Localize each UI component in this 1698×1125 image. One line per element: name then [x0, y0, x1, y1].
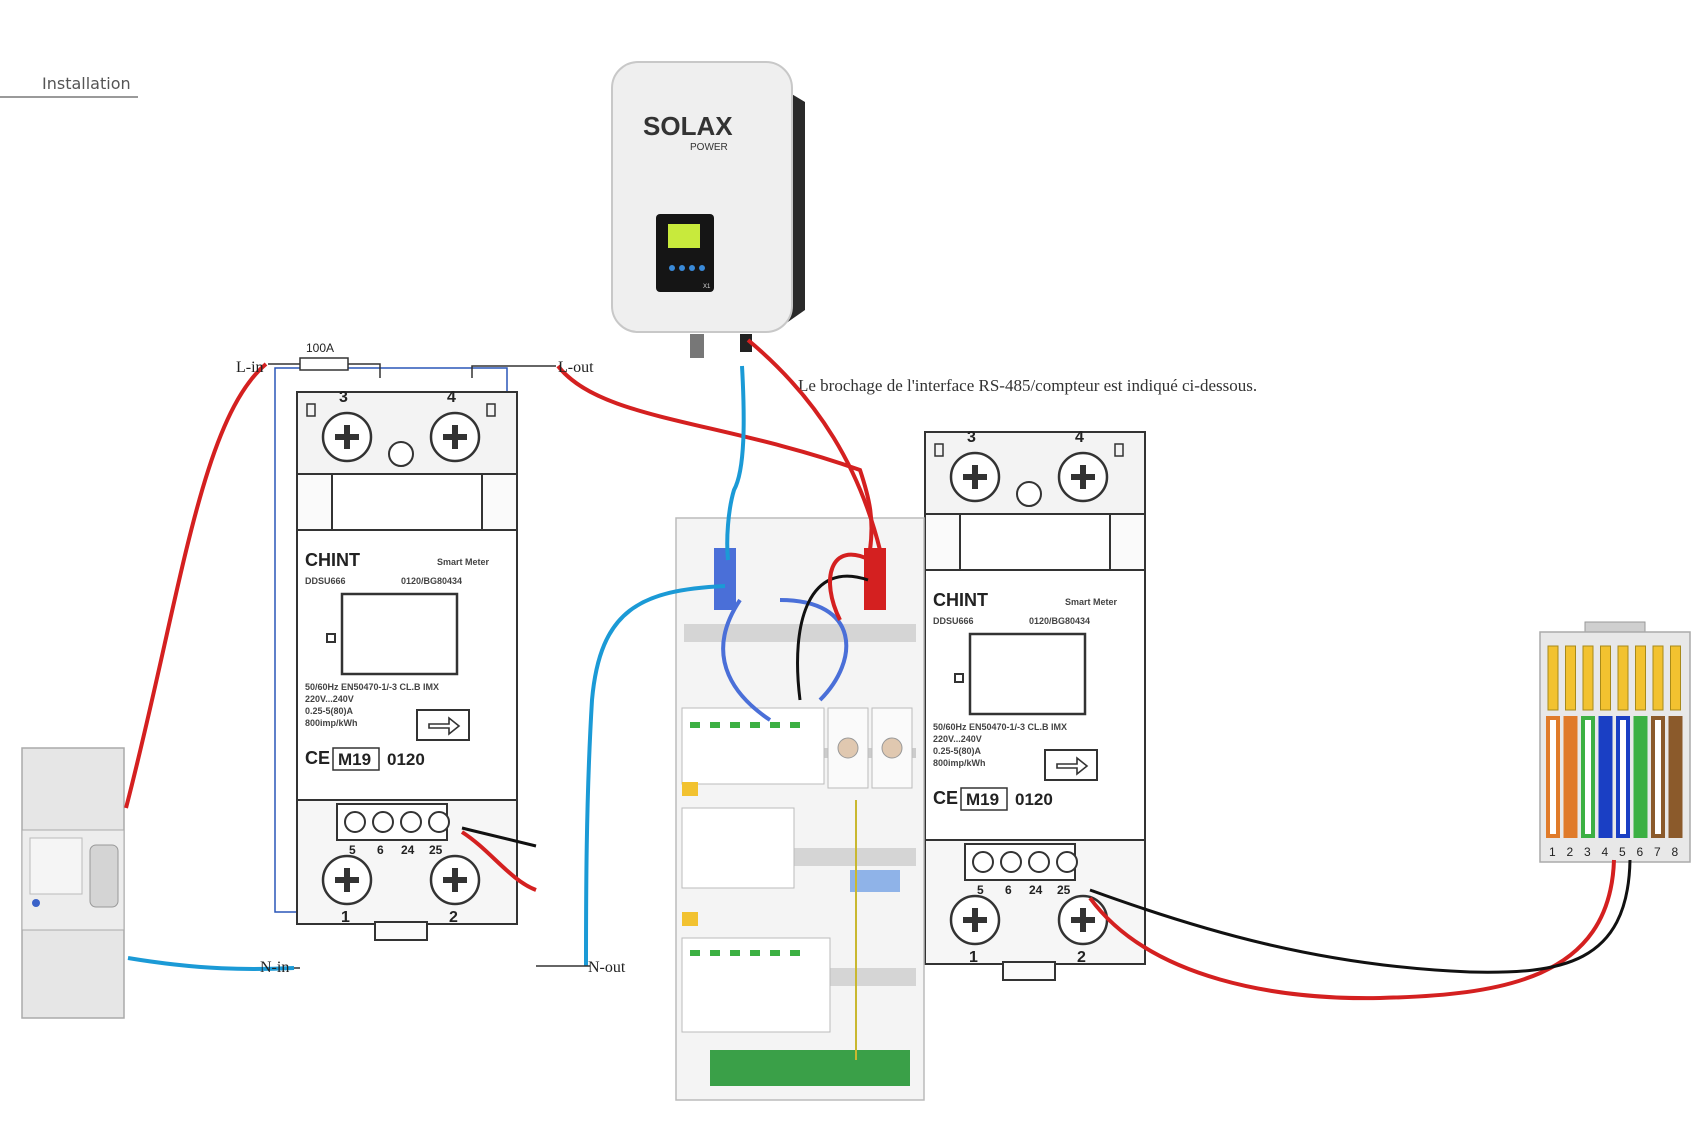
meter-right-brand: CHINT: [933, 590, 988, 610]
meter-left-model: DDSU666: [305, 576, 346, 586]
meter-right-term-1: 1: [969, 949, 978, 966]
meter-right-serial: 0120/BG80434: [1029, 616, 1090, 626]
rj45-contact: [1617, 645, 1629, 711]
label-l-out: L-out: [558, 359, 594, 376]
rj45-wire: [1616, 716, 1630, 838]
meter-left-brand: CHINT: [305, 550, 360, 570]
lead-lines: [294, 365, 590, 969]
meter-left-mark: M19: [338, 750, 371, 769]
fuse-100a: 100A: [268, 341, 381, 378]
rj45-contact: [1670, 645, 1681, 711]
meter-right-spec4: 800imp/kWh: [933, 758, 986, 768]
rj45-contact: [1635, 645, 1646, 711]
rj45-contact: [1652, 645, 1664, 711]
meter-right-mark: M19: [966, 790, 999, 809]
meter-right-term-25: 25: [1057, 883, 1071, 897]
inverter-brand: SOLAX: [643, 111, 733, 141]
rj45-wire: [1581, 716, 1595, 838]
fuse-label: 100A: [306, 341, 334, 355]
inverter-sub: POWER: [690, 142, 728, 153]
meter-right-term-6: 6: [1005, 883, 1012, 897]
meter-right-term-3: 3: [967, 429, 976, 446]
meter-right-spec1: 50/60Hz EN50470-1/-3 CL.B IMX: [933, 722, 1067, 732]
meter-left-term-6: 6: [377, 843, 384, 857]
label-n-in: N-in: [260, 959, 289, 976]
rj45-pin-label: 1: [1549, 845, 1556, 859]
rj45-pin-label: 5: [1619, 845, 1626, 859]
meter-left-term-1: 1: [341, 909, 350, 926]
meter-left-spec1: 50/60Hz EN50470-1/-3 CL.B IMX: [305, 682, 439, 692]
meter-left-term-5: 5: [349, 843, 356, 857]
meter-left-term-4: 4: [447, 389, 456, 406]
inverter-model: X1: [703, 284, 711, 290]
meter-right-spec3: 0.25-5(80)A: [933, 746, 982, 756]
meter-right-model: DDSU666: [933, 616, 974, 626]
main-breaker: [21, 747, 125, 1019]
meter-left-spec2: 220V...240V: [305, 694, 354, 704]
rj45-pin-label: 4: [1602, 845, 1609, 859]
rj45-pin-label: 7: [1654, 845, 1661, 859]
rj45-wire: [1563, 716, 1578, 838]
meter-right-ce: CE: [933, 788, 958, 808]
meter-right-term-5: 5: [977, 883, 984, 897]
solax-inverter: SOLAX POWER X1: [611, 61, 805, 358]
meter-left-term-24: 24: [401, 843, 415, 857]
rj45-pin-label: 6: [1637, 845, 1644, 859]
rj45-wire: [1598, 716, 1613, 838]
meter-right-term-2: 2: [1077, 949, 1086, 966]
meter-right: CHINT Smart Meter DDSU666 0120/BG80434 5…: [925, 429, 1145, 980]
rj45-wire: [1668, 716, 1683, 838]
rj45-contact: [1600, 645, 1611, 711]
meter-right-smart: Smart Meter: [1065, 597, 1118, 607]
meter-left-spec3: 0.25-5(80)A: [305, 706, 354, 716]
meter-left-term-25: 25: [429, 843, 443, 857]
rs485-note: Le brochage de l'interface RS-485/compte…: [798, 376, 1258, 395]
rj45-pin-label: 3: [1584, 845, 1591, 859]
meter-left-spec4: 800imp/kWh: [305, 718, 358, 728]
section-header: Installation: [42, 74, 131, 93]
live-wires: [124, 338, 1616, 1001]
neutral-wires: [127, 365, 746, 971]
meter-left-code: 0120: [387, 750, 425, 769]
meter-left-ce: CE: [305, 748, 330, 768]
meter-right-code: 0120: [1015, 790, 1053, 809]
signal-wires: [461, 826, 1632, 974]
rj45-wire: [1546, 716, 1560, 838]
meter-left-smart: Smart Meter: [437, 557, 490, 567]
rj45-contact: [1565, 645, 1576, 711]
meter-left: CHINT Smart Meter DDSU666 0120/BG80434 5…: [297, 389, 517, 940]
rj45-wire: [1651, 716, 1665, 838]
meter-left-term-3: 3: [339, 389, 348, 406]
meter-right-term-4: 4: [1075, 429, 1084, 446]
meter-left-serial: 0120/BG80434: [401, 576, 462, 586]
label-n-out: N-out: [588, 959, 626, 976]
distribution-board: [675, 517, 925, 1101]
meter-right-spec2: 220V...240V: [933, 734, 982, 744]
rj45-pin-label: 2: [1567, 845, 1574, 859]
header-underline: [0, 96, 138, 98]
rj45-contact: [1582, 645, 1594, 711]
meter-left-term-2: 2: [449, 909, 458, 926]
meter-right-term-24: 24: [1029, 883, 1043, 897]
rj45-wire: [1633, 716, 1648, 838]
rj45-contact: [1547, 645, 1559, 711]
label-l-in: L-in: [236, 359, 264, 376]
rj45-pin-label: 8: [1672, 845, 1679, 859]
